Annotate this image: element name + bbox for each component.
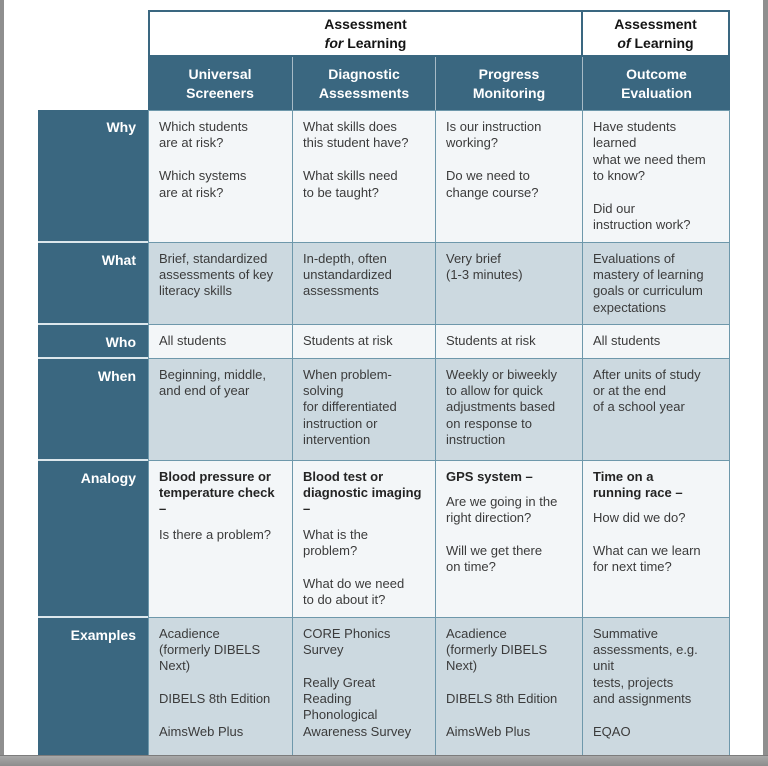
table-corner-spacer — [38, 57, 148, 110]
cell-why-outcome-evaluation: Have students learned what we need them … — [583, 110, 730, 243]
cell-what-outcome-evaluation: Evaluations of mastery of learning goals… — [583, 242, 730, 326]
cell-text: CORE Phonics Survey Really Great Reading… — [303, 625, 412, 766]
group-header-italic-word: for — [324, 34, 344, 51]
cell-analogy-outcome-evaluation: Time on a running race – How did we do? W… — [583, 460, 730, 618]
cell-examples-diagnostic-assessments: CORE Phonics Survey Really Great Reading… — [293, 617, 436, 766]
group-header-word: Learning — [347, 34, 407, 51]
cell-text: All students — [159, 333, 227, 349]
cell-text: All students — [593, 333, 661, 349]
cell-who-diagnostic-assessments: Students at risk — [293, 325, 436, 359]
cell-text: Is our instruction working? Do we need t… — [446, 119, 542, 200]
cell-text: Are we going in the right direction? Wil… — [446, 493, 558, 575]
cell-lead-text: Time on a running race – — [593, 468, 683, 500]
column-header-progress-monitoring: Progress Monitoring — [436, 57, 583, 110]
cell-why-diagnostic-assessments: What skills does this student have? What… — [293, 110, 436, 243]
group-header-word: Learning — [634, 34, 694, 51]
row-label-why: Why — [38, 110, 148, 243]
column-header-outcome-evaluation: Outcome Evaluation — [583, 57, 730, 110]
row-label-examples: Examples — [38, 617, 148, 766]
cell-what-universal-screeners: Brief, standardized assessments of key l… — [148, 242, 293, 326]
cell-when-diagnostic-assessments: When problem-solving for differentiated … — [293, 358, 436, 461]
column-header-diagnostic-assessments: Diagnostic Assessments — [293, 57, 436, 110]
cell-who-outcome-evaluation: All students — [583, 325, 730, 359]
row-label-when: When — [38, 358, 148, 461]
cell-what-diagnostic-assessments: In-depth, often unstandardized assessmen… — [293, 242, 436, 326]
cell-text: Weekly or biweekly to allow for quick ad… — [446, 366, 558, 448]
cell-text: Evaluations of mastery of learning goals… — [593, 250, 704, 315]
cell-lead-text: Blood pressure or temperature check – — [159, 468, 275, 517]
cell-text: How did we do? What can we learn for nex… — [593, 510, 701, 575]
cell-who-universal-screeners: All students — [148, 325, 293, 359]
cell-analogy-universal-screeners: Blood pressure or temperature check – Is … — [148, 460, 293, 618]
cell-why-progress-monitoring: Is our instruction working? Do we need t… — [436, 110, 583, 243]
cell-examples-outcome-evaluation: Summative assessments, e.g. unit tests, … — [583, 617, 730, 766]
table-corner-spacer — [38, 10, 148, 57]
cell-text: Summative assessments, e.g. unit tests, … — [593, 625, 698, 739]
cell-text: When problem-solving for differentiated … — [303, 366, 397, 448]
window-right-edge — [763, 0, 768, 766]
cell-lead-text: GPS system – — [446, 468, 533, 484]
group-header-italic-word: of — [617, 34, 631, 51]
cell-analogy-diagnostic-assessments: Blood test or diagnostic imaging – What i… — [293, 460, 436, 618]
cell-text: Students at risk — [303, 333, 393, 349]
cell-who-progress-monitoring: Students at risk — [436, 325, 583, 359]
group-header-word: Assessment — [324, 16, 407, 33]
cell-text: Is there a problem? — [159, 526, 272, 542]
cell-why-universal-screeners: Which students are at risk? Which system… — [148, 110, 293, 243]
cell-text: Which students are at risk? Which system… — [159, 119, 248, 200]
cell-text: Have students learned what we need them … — [593, 119, 706, 233]
cell-text: What skills does this student have? What… — [303, 119, 409, 200]
cell-when-universal-screeners: Beginning, middle, and end of year — [148, 358, 293, 461]
cell-examples-progress-monitoring: Acadience (formerly DIBELS Next) DIBELS … — [436, 617, 583, 766]
group-header-word: Assessment — [614, 16, 697, 33]
column-header-universal-screeners: Universal Screeners — [148, 57, 293, 110]
cell-text: In-depth, often unstandardized assessmen… — [303, 250, 392, 299]
row-label-who: Who — [38, 325, 148, 359]
cell-text: After units of study or at the end of a … — [593, 366, 701, 415]
cell-text: Acadience (formerly DIBELS Next) DIBELS … — [159, 625, 271, 766]
row-label-analogy: Analogy — [38, 460, 148, 618]
cell-when-outcome-evaluation: After units of study or at the end of a … — [583, 358, 730, 461]
cell-text: Very brief (1-3 minutes) — [446, 250, 523, 282]
cell-what-progress-monitoring: Very brief (1-3 minutes) — [436, 242, 583, 326]
cell-analogy-progress-monitoring: GPS system – Are we going in the right di… — [436, 460, 583, 618]
cell-lead-text: Blood test or diagnostic imaging – — [303, 468, 422, 517]
row-label-what: What — [38, 242, 148, 326]
cell-text: Beginning, middle, and end of year — [159, 366, 266, 398]
window-bottom-scrollbar[interactable] — [0, 755, 768, 766]
cell-text: What is the problem? What do we need to … — [303, 526, 405, 608]
cell-text: Brief, standardized assessments of key l… — [159, 250, 274, 299]
window-left-edge — [0, 0, 4, 766]
cell-text: Students at risk — [446, 333, 536, 349]
cell-text: Acadience (formerly DIBELS Next) DIBELS … — [446, 625, 558, 766]
cell-examples-universal-screeners: Acadience (formerly DIBELS Next) DIBELS … — [148, 617, 293, 766]
cell-when-progress-monitoring: Weekly or biweekly to allow for quick ad… — [436, 358, 583, 461]
